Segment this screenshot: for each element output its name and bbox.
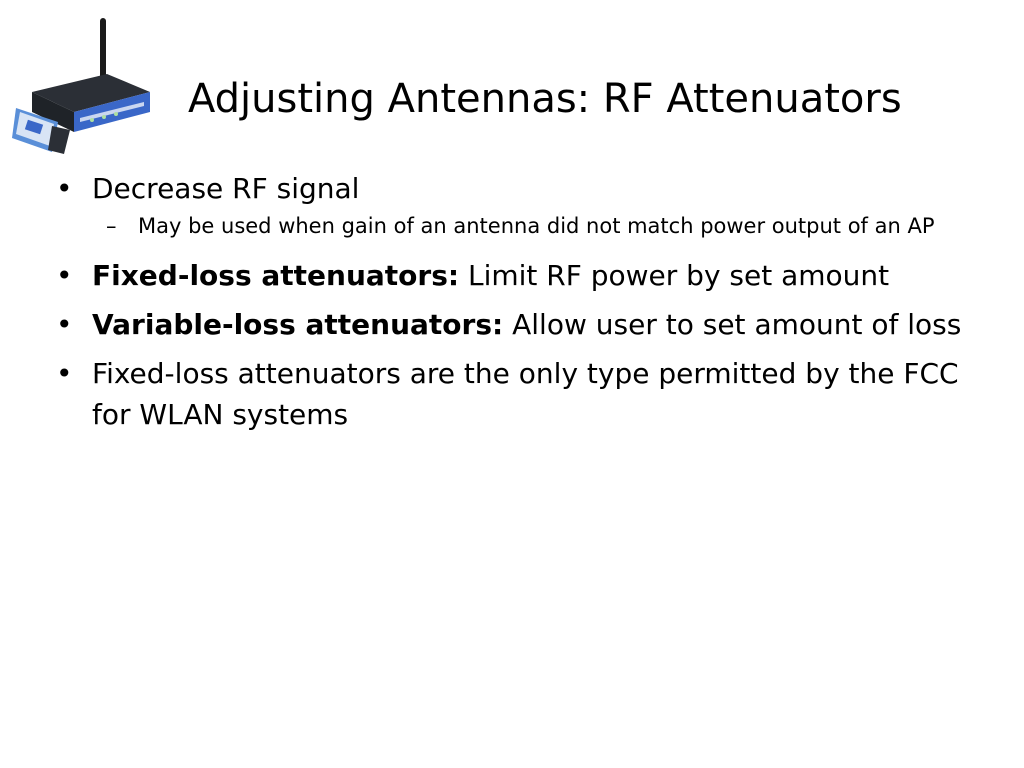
bullet-text: Limit RF power by set amount [459,259,890,292]
bullet-term: Variable-loss attenuators: [92,308,504,341]
bullet-item: • Fixed-loss attenuators: Limit RF power… [56,255,986,296]
sub-bullet-marker: – [106,214,117,238]
bullet-marker: • [56,259,73,292]
bullet-item: • Decrease RF signal [56,168,986,209]
bullet-marker: • [56,308,73,341]
bullet-list: • Decrease RF signal – May be used when … [56,168,986,435]
bullet-text: Decrease RF signal [92,172,360,205]
bullet-text: Fixed-loss attenuators are the only type… [92,357,959,431]
bullet-marker: • [56,172,73,205]
bullet-marker: • [56,357,73,390]
sub-bullet-text: May be used when gain of an antenna did … [138,214,935,238]
bullet-item: • Variable-loss attenuators: Allow user … [56,304,986,345]
sub-bullet-item: – May be used when gain of an antenna di… [92,212,958,241]
bullet-term: Fixed-loss attenuators: [92,259,460,292]
slide-title: Adjusting Antennas: RF Attenuators [188,76,902,122]
bullet-item: • Fixed-loss attenuators are the only ty… [56,353,986,435]
bullet-text: Allow user to set amount of loss [503,308,962,341]
wireless-router-icon [12,14,157,156]
